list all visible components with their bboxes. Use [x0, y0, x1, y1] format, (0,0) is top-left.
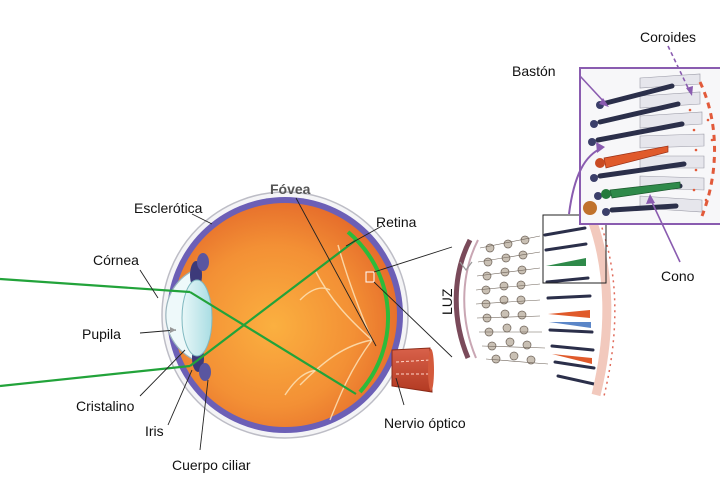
leader-lines — [139, 197, 405, 451]
label-baston: Bastón — [512, 63, 556, 79]
cono-leader — [649, 197, 681, 263]
lens-crystalline — [181, 279, 213, 357]
label-cristalino: Cristalino — [76, 398, 135, 414]
label-cornea: Córnea — [93, 252, 139, 268]
pupila-arrowhead — [170, 327, 176, 333]
label-fovea: Fóvea — [270, 181, 311, 197]
light-ray-bottom-refracted — [189, 239, 357, 367]
light-ray-top-refracted — [189, 291, 357, 395]
inset-choroid-dots — [688, 108, 716, 202]
retina-zoom — [373, 214, 616, 397]
label-cuerpo-ciliar: Cuerpo ciliar — [172, 457, 251, 473]
label-luz: LUZ — [439, 288, 455, 315]
label-pupila: Pupila — [82, 326, 121, 342]
pigment-epithelium — [587, 218, 612, 397]
optic-nerve — [391, 347, 434, 393]
label-esclerotica: Esclerótica — [134, 200, 203, 216]
label-coroides: Coroides — [640, 29, 696, 45]
coroides-leader — [667, 45, 691, 93]
label-iris: Iris — [145, 423, 164, 439]
retina-front-membrane — [453, 238, 473, 359]
neuron-layers — [481, 235, 536, 365]
label-cono: Cono — [661, 268, 695, 284]
inset-cone-green — [609, 181, 681, 199]
neuron-fibers — [475, 235, 549, 365]
inset-nucleus — [583, 201, 597, 215]
label-nervio-optico: Nervio óptico — [384, 415, 466, 431]
inset-cone-red — [603, 145, 669, 169]
zoom-connector-top — [373, 246, 453, 273]
ciliary-lower — [199, 363, 211, 381]
retina-detail-box — [365, 271, 375, 283]
light-ray-top-in — [0, 277, 191, 294]
retina-arc — [346, 230, 390, 394]
photoreceptors-zoom — [543, 226, 596, 386]
baston-leader — [579, 75, 607, 105]
zoom-source-box — [542, 214, 607, 284]
ciliary-upper — [197, 253, 209, 271]
label-retina: Retina — [376, 214, 417, 230]
light-rays — [0, 239, 357, 395]
zoom-connector-bottom — [373, 281, 453, 358]
vitreous-body — [173, 203, 397, 427]
luz-chevron-icon — [459, 261, 473, 271]
light-ray-bottom-in — [0, 364, 191, 388]
